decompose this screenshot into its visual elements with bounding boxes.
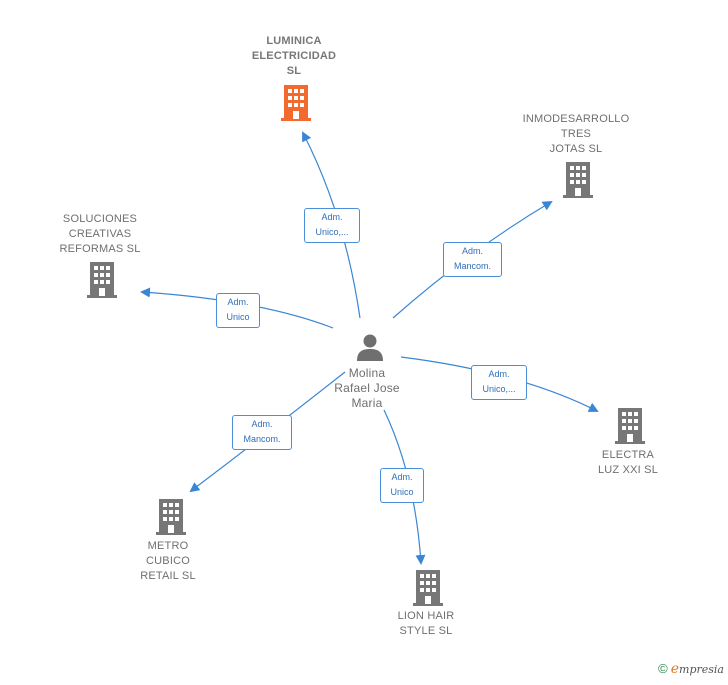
building-icon xyxy=(156,499,186,535)
edge-label-metro[interactable]: Adm. Mancom. xyxy=(232,415,292,450)
company-label-soluciones: SOLUCIONES CREATIVAS REFORMAS SL xyxy=(59,213,141,255)
edge-label-soluciones[interactable]: Adm. Unico xyxy=(216,293,260,328)
building-icon xyxy=(413,570,443,606)
edge-label-lionhair[interactable]: Adm. Unico xyxy=(380,468,424,503)
copyright-icon: © xyxy=(658,661,668,676)
company-label-inmodesarrollo: INMODESARROLLO TRES JOTAS SL xyxy=(522,113,630,155)
footer-brand[interactable]: ©empresia xyxy=(658,661,724,677)
building-icon xyxy=(563,162,593,198)
edge-label-inmodesarrollo[interactable]: Adm. Mancom. xyxy=(443,242,502,277)
building-icon xyxy=(87,262,117,298)
company-label-lionhair: LION HAIR STYLE SL xyxy=(397,610,455,637)
brand-name: mpresia xyxy=(679,663,724,676)
edge-label-electra[interactable]: Adm. Unico,... xyxy=(471,365,527,400)
company-label-electra: ELECTRA LUZ XXI SL xyxy=(597,449,659,476)
brand-logo: empresia xyxy=(670,661,724,677)
edge-label-luminica[interactable]: Adm. Unico,... xyxy=(304,208,360,243)
building-icon xyxy=(615,408,645,444)
building-icon xyxy=(281,85,311,121)
company-label-luminica: LUMINICA ELECTRICIDAD SL xyxy=(251,35,337,77)
person-name: Molina Rafael Jose Maria xyxy=(334,366,400,410)
company-label-metro: METRO CUBICO RETAIL SL xyxy=(140,540,196,582)
person-icon xyxy=(357,334,383,361)
brand-initial: e xyxy=(670,661,680,677)
